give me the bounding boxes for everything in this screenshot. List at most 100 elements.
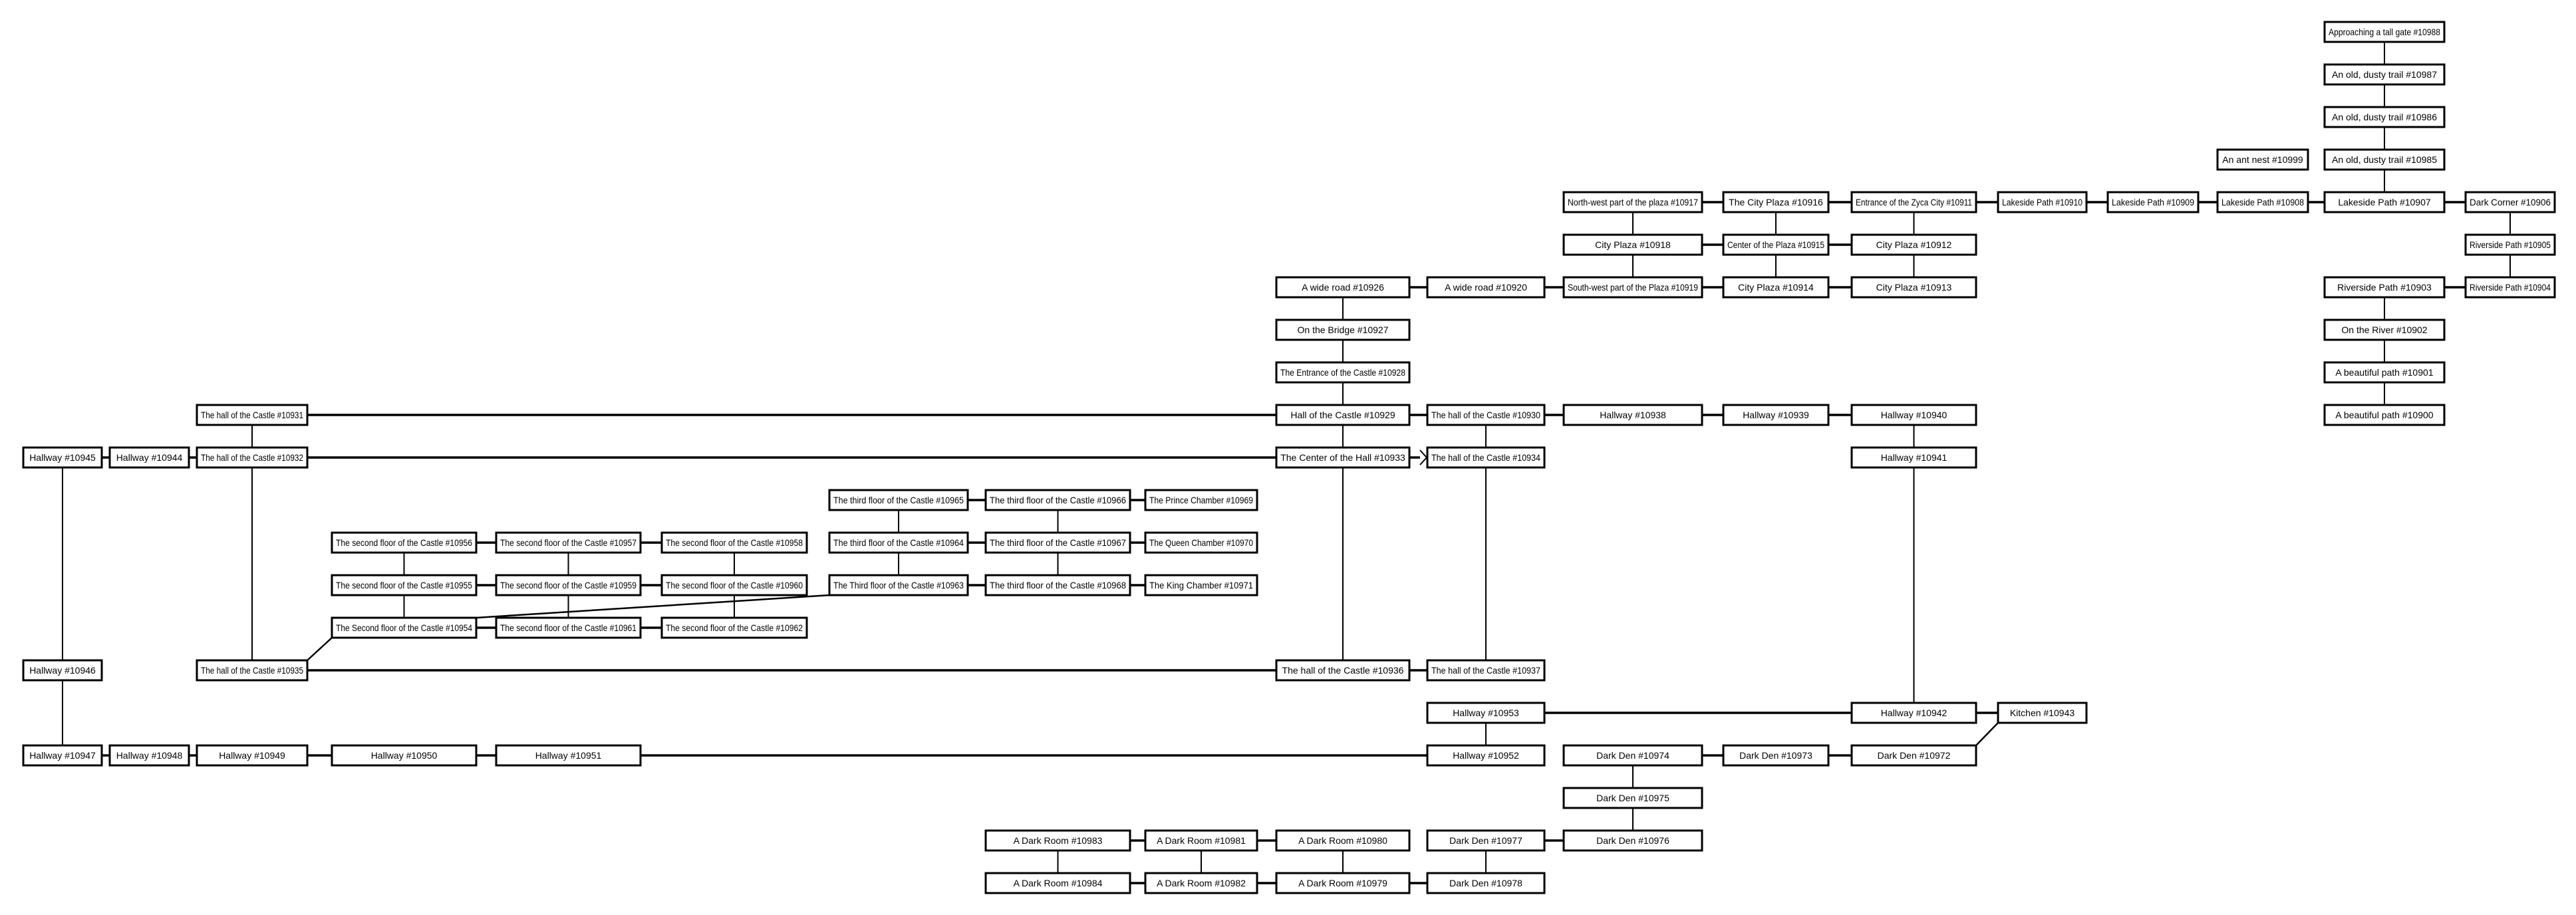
room-box[interactable] [331,531,478,554]
room-box[interactable] [1426,872,1546,894]
room-node[interactable]: A Dark Room #10983 [984,829,1131,852]
room-node[interactable]: Dark Den #10978 [1426,872,1546,894]
room-node[interactable]: The King Chamber #10971 [1144,574,1258,596]
room-box[interactable] [196,659,309,682]
room-node[interactable]: City Plaza #10918 [1562,233,1703,256]
room-box[interactable] [1562,787,1703,809]
room-node[interactable]: City Plaza #10912 [1850,233,1977,256]
room-box[interactable] [495,616,642,639]
room-box[interactable] [2323,106,2446,128]
room-box[interactable] [2464,233,2556,256]
room-node[interactable]: The Second floor of the Castle #10954 [331,616,478,639]
room-node[interactable]: A Dark Room #10979 [1275,872,1411,894]
room-box[interactable] [2323,21,2446,43]
room-node[interactable]: Hallway #10951 [495,744,642,767]
room-box[interactable] [1426,744,1546,767]
room-box[interactable] [196,446,309,469]
room-box[interactable] [1997,191,2088,213]
room-node[interactable]: The third floor of the Castle #10964 [828,531,969,554]
room-node[interactable]: Hallway #10950 [331,744,478,767]
room-box[interactable] [1562,191,1703,213]
room-box[interactable] [1562,744,1703,767]
room-node[interactable]: Hallway #10948 [108,744,190,767]
room-node[interactable]: Lakeside Path #10907 [2323,191,2446,213]
room-box[interactable] [828,531,969,554]
room-node[interactable]: The hall of the Castle #10936 [1275,659,1411,682]
room-node[interactable]: The hall of the Castle #10937 [1426,659,1546,682]
room-box[interactable] [2323,319,2446,341]
room-box[interactable] [1562,404,1703,426]
room-node[interactable]: A beautiful path #10900 [2323,404,2446,426]
room-node[interactable]: Kitchen #10943 [1997,702,2088,724]
room-node[interactable]: Hallway #10940 [1850,404,1977,426]
room-box[interactable] [108,744,190,767]
room-box[interactable] [2464,191,2556,213]
room-box[interactable] [331,616,478,639]
room-node[interactable]: Hallway #10942 [1850,702,1977,724]
room-box[interactable] [1275,276,1411,299]
room-box[interactable] [196,404,309,426]
room-box[interactable] [660,531,808,554]
room-box[interactable] [1850,276,1977,299]
room-box[interactable] [2216,148,2309,171]
room-box[interactable] [984,489,1131,511]
room-node[interactable]: The third floor of the Castle #10966 [984,489,1131,511]
room-box[interactable] [1562,829,1703,852]
room-box[interactable] [1722,233,1830,256]
room-node[interactable]: The hall of the Castle #10932 [196,446,309,469]
room-node[interactable]: The hall of the Castle #10934 [1426,446,1546,469]
room-box[interactable] [1275,361,1411,384]
room-box[interactable] [1426,446,1546,469]
room-node[interactable]: The third floor of the Castle #10965 [828,489,969,511]
room-node[interactable]: South-west part of the Plaza #10919 [1562,276,1703,299]
room-node[interactable]: Dark Den #10974 [1562,744,1703,767]
room-box[interactable] [1850,446,1977,469]
room-box[interactable] [1850,744,1977,767]
room-node[interactable]: Hallway #10939 [1722,404,1830,426]
room-box[interactable] [984,574,1131,596]
room-box[interactable] [1850,191,1977,213]
room-box[interactable] [22,446,103,469]
room-box[interactable] [1722,191,1830,213]
room-node[interactable]: The third floor of the Castle #10967 [984,531,1131,554]
room-node[interactable]: Hallway #10946 [22,659,103,682]
room-box[interactable] [1275,319,1411,341]
room-box[interactable] [1562,233,1703,256]
room-node[interactable]: Lakeside Path #10909 [2106,191,2200,213]
room-node[interactable]: An old, dusty trail #10987 [2323,63,2446,86]
room-node[interactable]: Hallway #10947 [22,744,103,767]
room-box[interactable] [1144,829,1258,852]
room-node[interactable]: On the Bridge #10927 [1275,319,1411,341]
room-node[interactable]: On the River #10902 [2323,319,2446,341]
room-node[interactable]: Lakeside Path #10908 [2216,191,2309,213]
room-box[interactable] [984,829,1131,852]
room-box[interactable] [1722,404,1830,426]
room-node[interactable]: Dark Den #10976 [1562,829,1703,852]
room-node[interactable]: The second floor of the Castle #10957 [495,531,642,554]
room-node[interactable]: Hallway #10945 [22,446,103,469]
room-box[interactable] [2323,63,2446,86]
room-node[interactable]: Dark Den #10973 [1722,744,1830,767]
room-box[interactable] [22,659,103,682]
room-node[interactable]: Lakeside Path #10910 [1997,191,2088,213]
room-node[interactable]: Center of the Plaza #10915 [1722,233,1830,256]
room-node[interactable]: The second floor of the Castle #10958 [660,531,808,554]
room-node[interactable]: Riverside Path #10905 [2464,233,2556,256]
room-node[interactable]: The hall of the Castle #10930 [1426,404,1546,426]
room-box[interactable] [2323,148,2446,171]
room-box[interactable] [1275,659,1411,682]
room-node[interactable]: Entrance of the Zyca City #10911 [1850,191,1977,213]
room-box[interactable] [1562,276,1703,299]
room-box[interactable] [1275,404,1411,426]
room-box[interactable] [2216,191,2309,213]
room-box[interactable] [1275,829,1411,852]
room-box[interactable] [1722,276,1830,299]
room-node[interactable]: Dark Den #10972 [1850,744,1977,767]
room-node[interactable]: A wide road #10920 [1426,276,1546,299]
room-node[interactable]: The Third floor of the Castle #10963 [828,574,969,596]
room-box[interactable] [331,744,478,767]
room-node[interactable]: The hall of the Castle #10931 [196,404,309,426]
room-box[interactable] [22,744,103,767]
room-node[interactable]: Hall of the Castle #10929 [1275,404,1411,426]
room-box[interactable] [1275,446,1411,469]
